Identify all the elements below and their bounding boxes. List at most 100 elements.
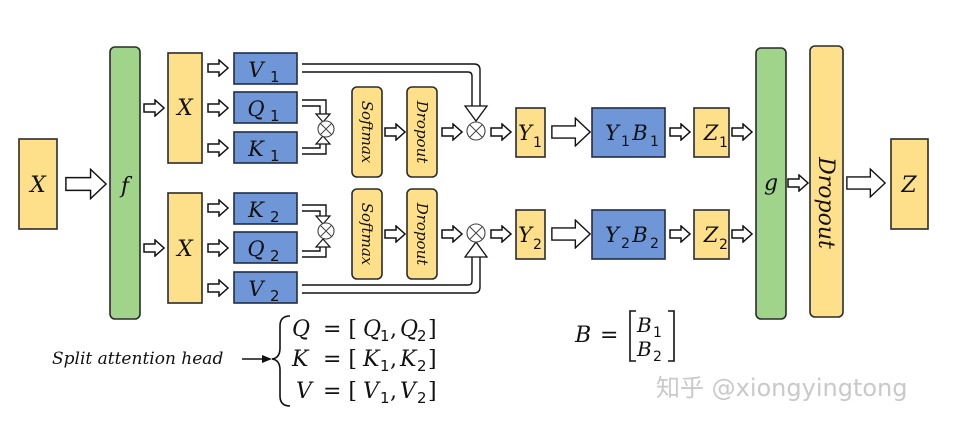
input-x-block: X	[18, 138, 58, 230]
b-row2: B	[636, 337, 652, 361]
k1-block: K 1	[233, 131, 298, 165]
arrow-x-to-f	[65, 168, 107, 200]
svg-text:,: ,	[390, 379, 397, 404]
svg-text:1: 1	[380, 389, 390, 407]
qk2-connectors	[302, 204, 332, 258]
svg-text:2: 2	[417, 327, 427, 345]
k2-sub: 2	[270, 208, 280, 226]
head2-dropout-label: Dropout	[413, 202, 431, 267]
z2-sub: 2	[719, 237, 728, 253]
arrow-mul1-to-y1	[490, 123, 512, 141]
y2b2-b-sub: 2	[650, 236, 659, 252]
z2-name: Z	[703, 223, 719, 247]
q2-block: Q 2	[233, 231, 298, 265]
final-dropout-block: Dropout	[809, 45, 844, 318]
y2b2-block: Y 2 B 2	[591, 209, 666, 260]
head2-softmax-block: Softmax	[351, 188, 383, 280]
svg-text:Q: Q	[400, 317, 418, 342]
eq-k: K = [ K 1 , K 2 ]	[291, 347, 437, 375]
y1b1-b-sub: 1	[650, 134, 659, 150]
v1-pipe	[302, 63, 489, 123]
arrow-g-to-dropout	[787, 174, 809, 192]
q2-name: Q	[247, 237, 264, 261]
arrow-y1b1-to-z1	[669, 123, 691, 141]
v2-name: V	[248, 277, 265, 301]
svg-text:V: V	[363, 379, 381, 404]
b-matrix: B = B 1 B 2	[574, 310, 675, 365]
arrow-y2b2-to-z2	[669, 225, 691, 243]
arrow-mul2-to-y2	[490, 225, 512, 243]
y2b2-b: B	[631, 223, 647, 247]
svg-text:]: ]	[428, 317, 437, 342]
y1b1-block: Y 1 B 1	[591, 107, 666, 158]
svg-text:= [: = [	[323, 347, 357, 372]
y2b2-a-sub: 2	[621, 236, 630, 252]
input-x-label: X	[28, 173, 47, 198]
arrow-z1-to-g	[731, 123, 753, 141]
y1b1-a-sub: 1	[621, 134, 630, 150]
v2-pipe	[302, 240, 489, 294]
svg-text:V: V	[296, 379, 314, 404]
y1b1-a: Y	[605, 121, 621, 145]
y2-sub: 2	[533, 237, 542, 253]
head1-dropout-label: Dropout	[413, 100, 431, 165]
svg-text:V: V	[400, 379, 418, 404]
head2-x-block: X	[167, 192, 203, 304]
svg-text:]: ]	[428, 347, 437, 372]
head1-x-block: X	[167, 52, 203, 164]
b-row2-sub: 2	[653, 349, 662, 365]
arrow-dropout1-to-mul	[441, 123, 463, 141]
arrow-f-to-x1	[143, 99, 165, 117]
arrow-y2-to-y2b2	[551, 219, 591, 249]
svg-text:]: ]	[428, 379, 437, 404]
q1-block: Q 1	[233, 91, 298, 125]
q1-sub: 1	[270, 107, 280, 125]
head1-dropout-block: Dropout	[406, 86, 438, 178]
svg-text:1: 1	[380, 357, 390, 375]
split-arrow-icon	[262, 355, 272, 363]
q1-name: Q	[247, 97, 264, 121]
svg-text:Q: Q	[363, 317, 381, 342]
arrow-to-q2	[207, 239, 229, 257]
f-block: f	[109, 46, 141, 320]
qk2-multiply-icon	[317, 222, 335, 240]
arrow-z2-to-g	[731, 225, 753, 243]
eq-q: Q = [ Q 1 , Q 2 ]	[292, 317, 437, 345]
final-dropout-label: Dropout	[813, 156, 838, 249]
z1-sub: 1	[719, 135, 728, 151]
output-z-block: Z	[890, 138, 929, 230]
head2-x-label: X	[175, 237, 194, 262]
y1-sub: 1	[533, 135, 542, 151]
v2-multiply-icon	[466, 223, 486, 243]
head1-x-label: X	[175, 96, 194, 121]
v1-name: V	[248, 58, 265, 82]
split-note: Split attention head Q = [ Q 1 , Q 2 ] K…	[52, 315, 437, 407]
watermark: 知乎 @xiongyingtong	[656, 374, 907, 402]
arrow-f-to-x2	[143, 239, 165, 257]
split-note-label: Split attention head	[52, 349, 223, 369]
v1-sub: 1	[270, 68, 280, 86]
arrow-softmax2-to-dropout2	[384, 225, 406, 243]
b-row1-sub: 1	[653, 325, 662, 341]
svg-text:K: K	[362, 347, 381, 372]
arrow-dropout2-to-mul	[441, 225, 463, 243]
g-block: g	[755, 47, 787, 320]
svg-text:= [: = [	[323, 317, 357, 342]
svg-text:=: =	[600, 323, 618, 348]
svg-text:Q: Q	[292, 317, 310, 342]
qk1-connectors	[302, 99, 332, 155]
svg-text:,: ,	[390, 347, 397, 372]
svg-text:= [: = [	[323, 379, 357, 404]
z2-block: Z 2	[693, 209, 730, 260]
b-lhs: B	[574, 323, 591, 348]
z1-block: Z 1	[693, 107, 730, 158]
head1-softmax-block: Softmax	[351, 86, 383, 178]
svg-text:2: 2	[417, 389, 427, 407]
k2-name: K	[247, 198, 265, 222]
svg-text:K: K	[291, 347, 310, 372]
b-row1: B	[636, 313, 652, 337]
y2-name: Y	[518, 223, 534, 247]
v1-block: V 1	[233, 52, 298, 86]
y1-name: Y	[518, 121, 534, 145]
